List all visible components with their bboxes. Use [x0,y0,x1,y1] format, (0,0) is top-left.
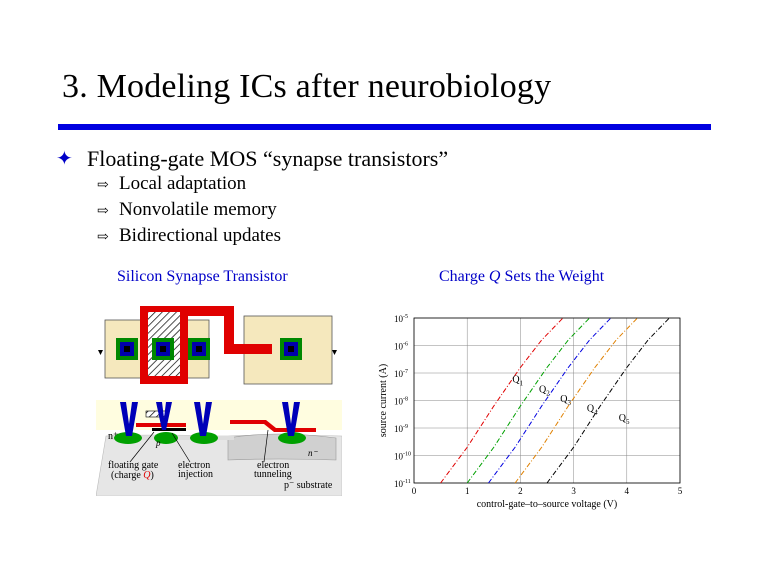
electron-injection-label-1: electron [178,460,211,471]
right-figure-title: Charge Q Sets the Weight [439,268,604,286]
electron-injection-label-2: injection [178,469,213,480]
charge-label-q: Q [143,470,151,481]
subbullet-nonvolatile-memory: ⇨ Nonvolatile memory [97,199,277,221]
series-line-q5 [546,317,670,484]
p-region-label: p [155,438,161,448]
hollow-arrow-right-icon: ⇨ [97,204,109,219]
series-label-q3: Q3 [560,394,571,407]
hollow-arrow-right-icon: ⇨ [97,178,109,193]
n-well-label: n⁻ [308,448,319,458]
y-tick-label: 10-11 [394,479,411,489]
electron-tunneling-label-1: electron [257,460,290,471]
series-line-q2 [466,317,590,484]
chart-grid [413,317,681,484]
series-label-q1: Q1 [512,375,523,388]
right-figure-title-post: Sets the Weight [500,268,605,285]
left-figure-title: Silicon Synapse Transistor [117,268,288,285]
subbullet-local-adaptation: ⇨ Local adaptation [97,173,246,195]
y-tick-label: 10-6 [394,342,408,352]
x-tick-label: 4 [625,486,630,496]
layout-view [98,306,337,385]
y-tick-label: 10-7 [394,369,408,379]
n-plus-label: n⁺ [108,431,118,442]
y-axis-label: source current (A) [378,364,389,437]
electron-tunneling-label-2: tunneling [254,469,292,480]
y-tick-labels: 10-5 10-6 10-7 10-8 10-9 10-10 10-11 [394,314,411,489]
slide-title: 3. Modeling ICs after neurobiology [62,68,552,105]
subbullet-text: Nonvolatile memory [119,199,277,220]
right-figure-title-pre: Charge [439,268,489,285]
series-line-q4 [514,317,638,484]
main-bullet: Floating-gate MOS “synapse transistors” [87,146,449,171]
subbullet-text: Local adaptation [119,173,247,194]
right-figure-title-q: Q [488,268,501,285]
x-tick-labels: 0 1 2 3 4 5 [412,486,683,496]
synapse-transistor-diagram: n⁺ p n⁻ [96,306,342,496]
series-label-q2: Q2 [539,384,550,397]
title-rule [58,124,711,130]
series-line-q3 [488,317,612,484]
charge-label-pre: (charge [111,470,144,481]
subbullet-bidirectional-updates: ⇨ Bidirectional updates [97,225,281,247]
y-tick-label: 10-5 [394,314,408,324]
x-tick-label: 2 [518,486,523,496]
x-tick-label: 1 [465,486,470,496]
charge-label-post: ) [150,470,154,481]
cross-section-view [96,400,342,496]
x-tick-label: 3 [571,486,576,496]
x-axis-label: control-gate–to–source voltage (V) [477,499,618,510]
series-label-q4: Q4 [587,404,598,417]
series-line-q1 [440,317,564,484]
y-tick-label: 10-10 [394,452,411,462]
floating-gate-label: floating gate [108,460,159,471]
four-point-star-icon: ✦ [56,148,73,170]
y-tick-label: 10-8 [394,397,408,407]
x-tick-label: 5 [678,486,683,496]
y-tick-label: 10-9 [394,424,408,434]
x-tick-label: 0 [412,486,417,496]
floating-gate-charge-label: (charge Q) [111,471,154,481]
subbullet-text: Bidirectional updates [119,225,281,246]
p-substrate-label: p⁻ substrate [284,480,333,491]
series-label-q5: Q5 [619,413,630,426]
hollow-arrow-right-icon: ⇨ [97,230,109,245]
